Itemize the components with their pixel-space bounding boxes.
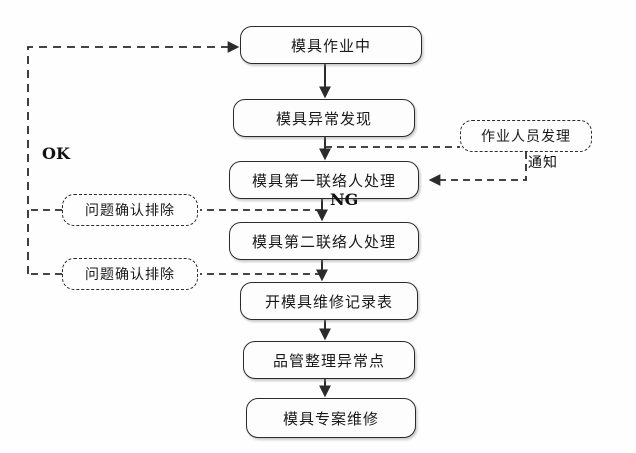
connector-ok-loop-to-operating xyxy=(27,41,240,274)
node-label: 模具异常发现 xyxy=(275,109,372,128)
node-label: 模具专案维修 xyxy=(282,409,379,428)
node-qc-collate-points[interactable]: 品管整理异常点 xyxy=(243,341,415,379)
node-label: 问题确认排除 xyxy=(85,203,175,219)
node-label: 模具第二联络人处理 xyxy=(251,232,396,251)
node-repair-record-form[interactable]: 开模具维修记录表 xyxy=(240,282,418,320)
edge-label-notice: 通知 xyxy=(528,155,558,171)
node-label: 作业人员发理 xyxy=(481,129,571,145)
node-operator-handling[interactable]: 作业人员发理 xyxy=(460,120,592,152)
node-mold-operating[interactable]: 模具作业中 xyxy=(240,26,422,64)
node-label: 问题确认排除 xyxy=(85,267,175,283)
node-label: 模具第一联络人处理 xyxy=(251,171,396,190)
node-special-repair[interactable]: 模具专案维修 xyxy=(246,398,416,438)
node-label: 品管整理异常点 xyxy=(272,351,385,370)
edge-label-ng: NG xyxy=(330,190,359,209)
node-abnormality-found[interactable]: 模具异常发现 xyxy=(233,99,415,137)
node-second-contact[interactable]: 模具第二联络人处理 xyxy=(229,222,419,260)
node-issue-confirm-bottom[interactable]: 问题确认排除 xyxy=(62,258,198,290)
connector-operator-to-first-contact xyxy=(428,152,527,186)
node-first-contact[interactable]: 模具第一联络人处理 xyxy=(229,161,419,199)
edge-label-ok: OK xyxy=(42,144,70,163)
node-label: 模具作业中 xyxy=(290,36,371,55)
node-issue-confirm-top[interactable]: 问题确认排除 xyxy=(62,194,198,226)
node-label: 开模具维修记录表 xyxy=(264,292,393,311)
